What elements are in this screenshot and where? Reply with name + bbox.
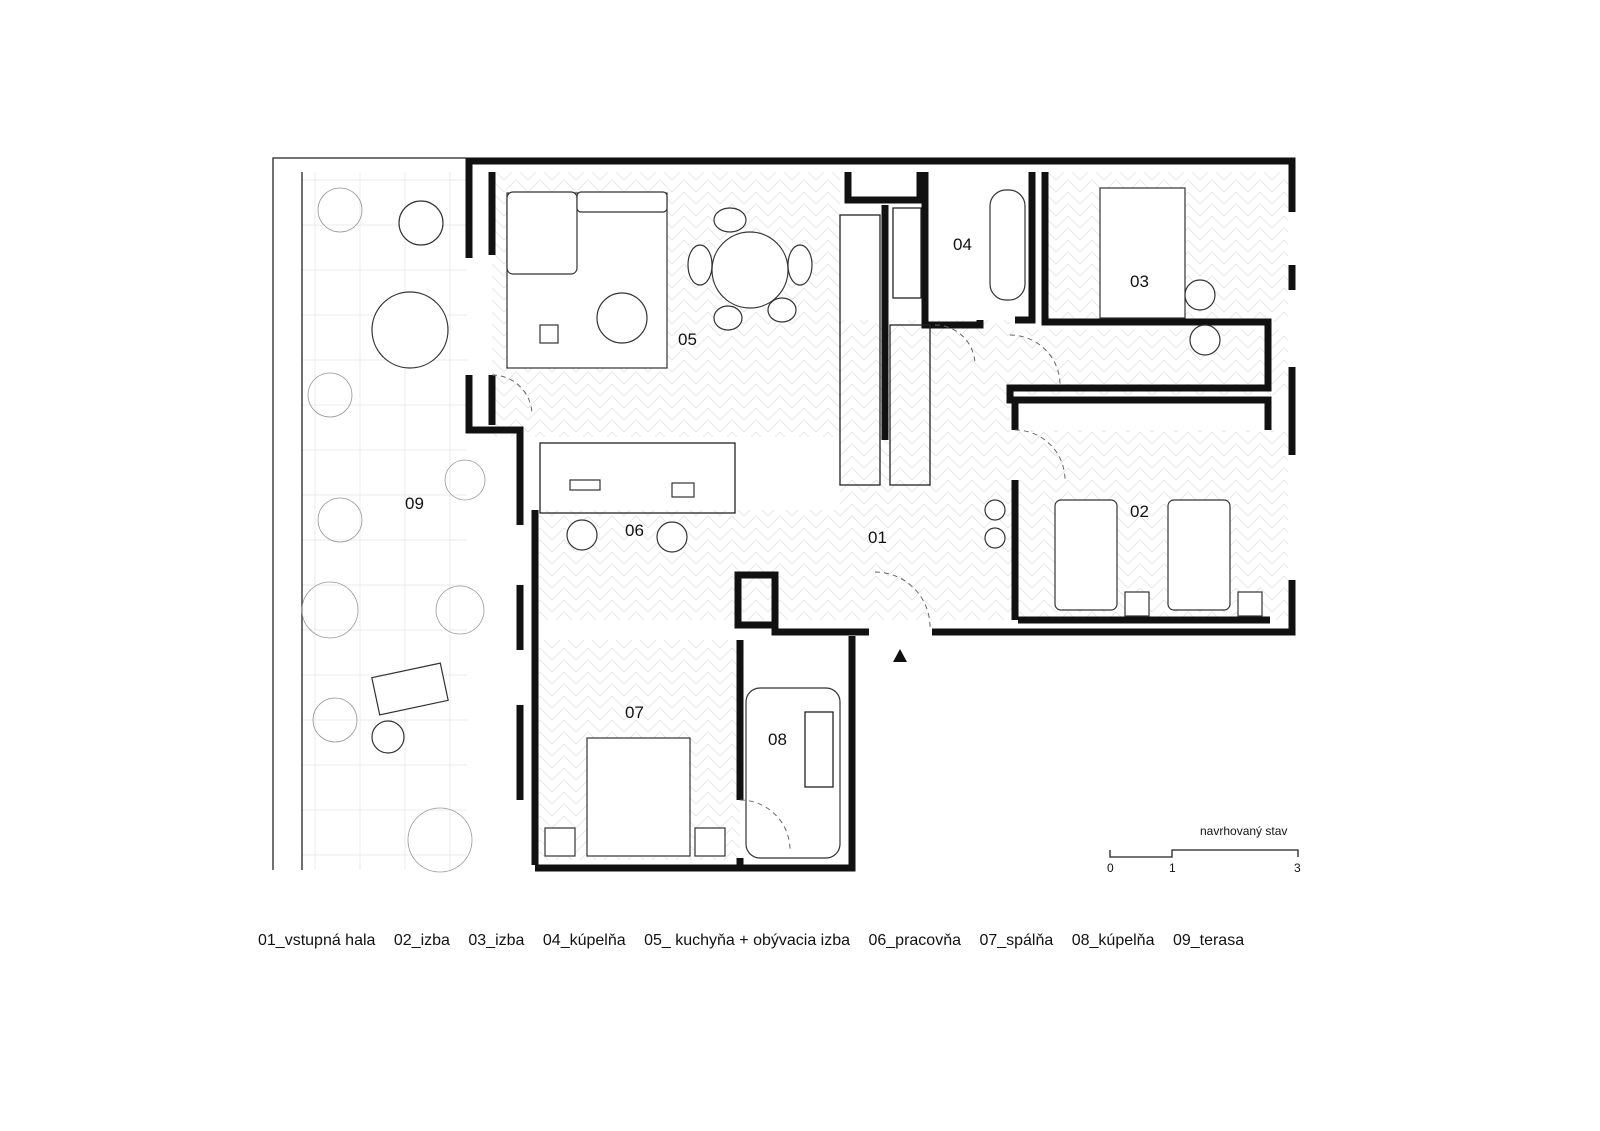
- legend-item: 07_spálňa: [979, 932, 1054, 949]
- terrace-09: [272, 157, 467, 870]
- scale-bar: navrhovaný stav 0 1 3: [1107, 824, 1301, 875]
- walls: [465, 157, 1296, 872]
- legend-item: 09_terasa: [1172, 932, 1245, 949]
- entrance-triangle-icon: [893, 649, 907, 662]
- legend-item: 03_izba: [468, 932, 525, 949]
- scale-tick-0: 0: [1107, 861, 1114, 875]
- scale-tick-1: 1: [1169, 861, 1176, 875]
- legend-item: 05_ kuchyňa + obývacia izba: [644, 932, 851, 949]
- scale-tick-3: 3: [1294, 861, 1301, 875]
- room-label-08: 08: [768, 730, 787, 749]
- legend-item: 08_kúpelňa: [1071, 932, 1155, 949]
- room-label-09: 09: [405, 494, 424, 513]
- legend-item: 06_pracovňa: [868, 932, 961, 949]
- room-legend: 01_vstupná hala 02_izba 03_izba 04_kúpel…: [258, 932, 1258, 950]
- room-label-03: 03: [1130, 272, 1149, 291]
- doors: [491, 324, 1066, 851]
- legend-item: 01_vstupná hala: [258, 932, 376, 949]
- room-label-01: 01: [868, 528, 887, 547]
- legend-item: 02_izba: [393, 932, 450, 949]
- room-label-04: 04: [953, 235, 972, 254]
- furniture: [301, 187, 1263, 873]
- room-label-02: 02: [1130, 502, 1149, 521]
- legend-item: 04_kúpelňa: [542, 932, 626, 949]
- room-label-07: 07: [625, 703, 644, 722]
- room-label-05: 05: [678, 330, 697, 349]
- scale-title: navrhovaný stav: [1200, 824, 1287, 838]
- room-label-06: 06: [625, 521, 644, 540]
